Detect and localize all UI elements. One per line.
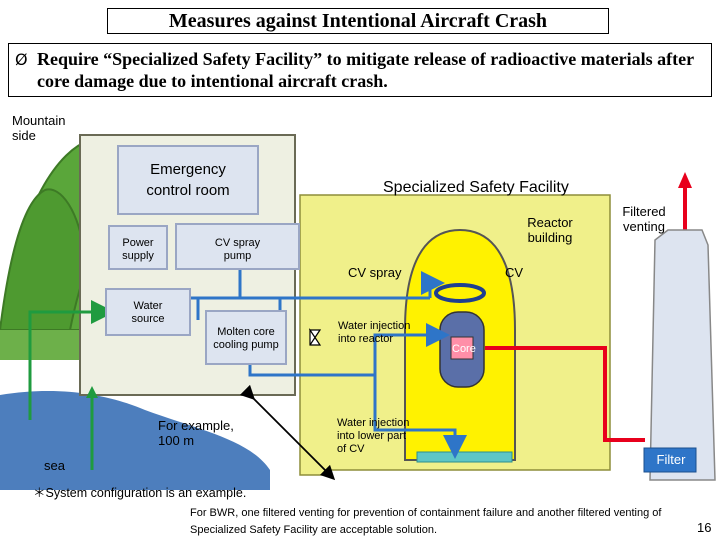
for-example-label: For example, 100 m: [158, 418, 234, 448]
vent-stack: [649, 229, 716, 481]
core-label: Core: [452, 343, 476, 355]
system-config-note: ＊System configuration is an example.: [33, 486, 247, 500]
core-block: [450, 336, 474, 360]
bullet-box: Ø Require “Specialized Safety Facility” …: [8, 43, 712, 97]
reactor-building-label: Reactor building: [527, 215, 573, 245]
distance-arrow: [239, 384, 336, 481]
water-injection-lower-label: Water injection into lower part of CV: [337, 417, 410, 455]
mountain-side-label: Mountain side: [12, 113, 66, 143]
emergency-control-room-box: Emergency control room: [117, 145, 259, 215]
green-water-pipes: [28, 300, 115, 470]
lower-pool: [416, 451, 513, 463]
cv-spray-pump-label: CV spray pump: [214, 237, 261, 262]
cv-label: CV: [505, 265, 524, 280]
molten-core-cooling-pump-label: Molten core cooling pump: [213, 326, 279, 351]
water-source-label: Water source: [131, 300, 165, 325]
specialized-safety-facility-label: Specialized Safety Facility: [383, 179, 569, 196]
filter-label: Filter: [656, 452, 686, 467]
water-injection-reactor-label: Water injection into reactor: [338, 320, 411, 345]
valve-icon: [308, 328, 322, 346]
bullet-arrow-icon: Ø: [15, 50, 28, 69]
power-supply-box: Power supply: [108, 225, 168, 270]
filtered-venting-label: Filtered venting: [622, 204, 666, 234]
green-arrow-icon: [86, 386, 98, 398]
cv-spray-label: CV spray: [348, 265, 402, 280]
molten-core-cooling-pump-box: Molten core cooling pump: [205, 310, 287, 365]
power-supply-label: Power supply: [122, 237, 154, 262]
page-number: 16: [697, 520, 712, 535]
bwr-note: For BWR, one filtered venting for preven…: [190, 507, 662, 536]
slide-title-text: Measures against Intentional Aircraft Cr…: [168, 10, 548, 32]
slide-title: Measures against Intentional Aircraft Cr…: [107, 8, 609, 34]
sea-label: sea: [44, 458, 65, 473]
emergency-control-room-label: Emergency control room: [146, 161, 230, 199]
cv-spray-pump-box: CV spray pump: [175, 223, 300, 270]
filter-box: [643, 447, 697, 473]
vent-arrow-icon: [678, 172, 692, 188]
water-source-box: Water source: [105, 288, 191, 336]
bullet-text: Require “Specialized Safety Facility” to…: [37, 49, 694, 91]
sea-graphic: [0, 390, 270, 490]
